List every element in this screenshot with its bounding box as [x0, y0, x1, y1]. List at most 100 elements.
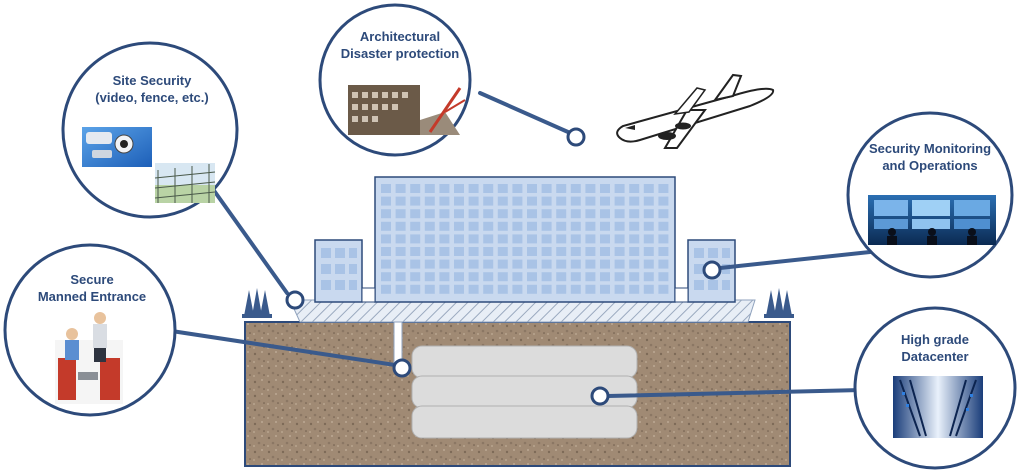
callout-entrance: Secure Manned Entrance — [0, 271, 192, 305]
tower-window — [556, 284, 567, 294]
tower-window — [395, 184, 406, 193]
tower-window — [512, 234, 523, 244]
tower-window — [410, 221, 421, 231]
tower-window — [468, 247, 479, 256]
tower-window — [483, 247, 494, 256]
tower-window — [585, 247, 596, 256]
tower-window — [614, 196, 625, 206]
tower-window — [527, 259, 537, 269]
callout-architectural: Architectural Disaster protection — [300, 28, 500, 62]
tower-window — [629, 196, 640, 206]
tower-window — [570, 196, 581, 206]
tower-window — [541, 184, 552, 193]
tower-window — [468, 184, 479, 193]
tower-window — [658, 259, 669, 269]
tower-window — [424, 284, 435, 294]
tower-window — [527, 272, 537, 282]
tower-window — [512, 221, 523, 231]
crane-icon — [348, 85, 466, 135]
tower-window — [424, 234, 435, 244]
tower-window — [512, 272, 523, 282]
tower-window — [410, 272, 421, 282]
tower-window — [381, 184, 391, 193]
tower-window — [468, 259, 479, 269]
tower-window — [527, 184, 537, 193]
tower-window — [395, 196, 406, 206]
tower-window — [629, 234, 640, 244]
tower-window — [629, 284, 640, 294]
tower-window — [585, 272, 596, 282]
callout-site-security: Site Security (video, fence, etc.) — [52, 72, 252, 106]
tower-window — [381, 259, 391, 269]
tower-window — [424, 221, 435, 231]
tower-window — [497, 196, 508, 206]
tower-window — [483, 259, 494, 269]
tower-window — [541, 196, 552, 206]
tower-window — [658, 234, 669, 244]
tower-window — [556, 247, 567, 256]
tower-window — [585, 209, 596, 219]
tower-window — [600, 247, 610, 256]
tower-window — [454, 234, 464, 244]
tower-window — [468, 221, 479, 231]
tower-window — [497, 234, 508, 244]
fence-icon — [154, 163, 216, 203]
tower-window — [600, 184, 610, 193]
tower-window — [629, 221, 640, 231]
tower-window — [424, 259, 435, 269]
tower-window — [454, 209, 464, 219]
tower-window — [454, 284, 464, 294]
tower-window — [658, 209, 669, 219]
tower-window — [439, 272, 450, 282]
connectors — [163, 91, 872, 398]
callout-site-security-line1: Site Security — [112, 73, 192, 88]
tower-window — [395, 272, 406, 282]
tower-window — [439, 209, 450, 219]
tower-window — [395, 247, 406, 256]
tower-window — [600, 221, 610, 231]
tower-window — [541, 247, 552, 256]
tower-window — [614, 184, 625, 193]
tower-window — [439, 221, 450, 231]
callout-monitoring-line1: Security Monitoring — [868, 141, 992, 156]
tower-window — [410, 209, 421, 219]
tower-window — [410, 247, 421, 256]
tower-window — [410, 184, 421, 193]
tower-window — [570, 247, 581, 256]
tower-window — [381, 234, 391, 244]
main-tower-building — [361, 176, 689, 303]
tower-window — [614, 284, 625, 294]
tower-window — [424, 196, 435, 206]
tower-window — [556, 209, 567, 219]
tower-window — [483, 234, 494, 244]
tower-window — [570, 209, 581, 219]
tower-window — [658, 184, 669, 193]
tower-window — [658, 247, 669, 256]
tower-window — [570, 272, 581, 282]
tower-window — [381, 221, 391, 231]
tower-window — [585, 184, 596, 193]
security-camera-icon — [82, 127, 152, 167]
tower-window — [570, 284, 581, 294]
tower-window — [556, 196, 567, 206]
tower-window — [643, 221, 654, 231]
tower-window — [570, 184, 581, 193]
tower-window — [600, 196, 610, 206]
tower-window — [658, 221, 669, 231]
callout-architectural-line1: Architectural — [359, 29, 441, 44]
tower-window — [541, 259, 552, 269]
underground-vault — [393, 321, 638, 439]
tower-window — [585, 234, 596, 244]
tower-window — [454, 184, 464, 193]
tower-window — [629, 184, 640, 193]
tower-window — [381, 196, 391, 206]
tower-window — [527, 221, 537, 231]
tower-window — [585, 259, 596, 269]
tower-window — [454, 259, 464, 269]
tower-window — [541, 272, 552, 282]
tower-window — [512, 247, 523, 256]
tower-window — [468, 234, 479, 244]
tower-window — [381, 272, 391, 282]
tower-window — [614, 209, 625, 219]
